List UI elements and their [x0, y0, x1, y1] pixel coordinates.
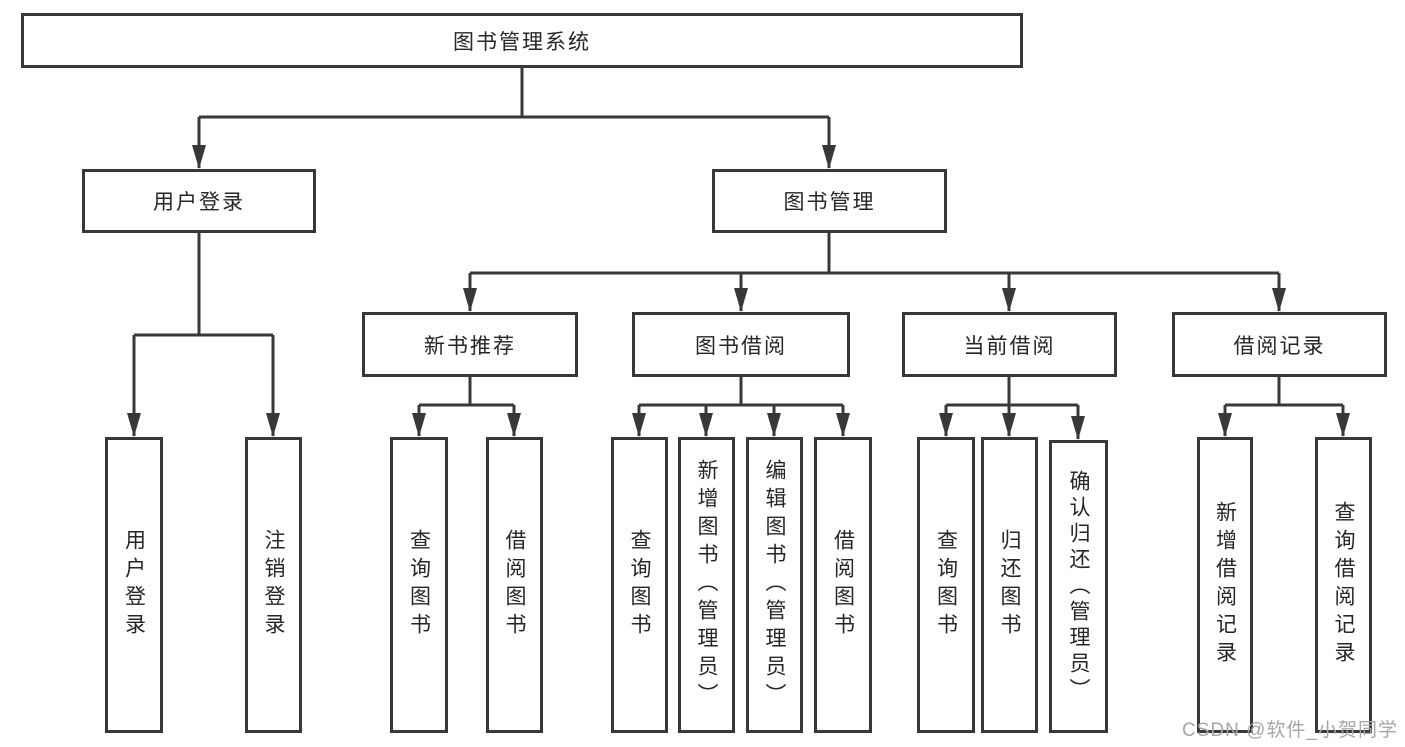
node-leaf-cb-return: 归还图书: [981, 437, 1038, 733]
node-leaf-nbr-query: 查询图书: [390, 437, 448, 733]
node-book-borrow: 图书借阅: [632, 312, 850, 377]
node-root: 图书管理系统: [21, 13, 1023, 68]
node-leaf-bb-query: 查询图书: [611, 437, 668, 733]
leaf-label: 新增借阅记录: [1213, 501, 1237, 669]
leaf-label: 新增图书（管理员）: [695, 459, 718, 711]
node-leaf-nbr-borrow: 借阅图书: [486, 437, 543, 733]
bus-book-mgmt: [470, 233, 1279, 275]
node-leaf-bb-edit: 编辑图书（管理员）: [746, 437, 803, 733]
node-leaf-bb-add: 新增图书（管理员）: [678, 437, 735, 733]
bus-borrow-record: [1225, 377, 1343, 407]
node-leaf-bb-borrow: 借阅图书: [814, 437, 872, 733]
leaf-label: 查询借阅记录: [1332, 501, 1355, 669]
leaf-label: 编辑图书（管理员）: [763, 459, 786, 711]
node-user-login: 用户登录: [82, 169, 316, 233]
bus-user-login: [134, 233, 273, 337]
bus-book-borrow: [639, 377, 843, 407]
leaf-label: 查询图书: [628, 529, 651, 641]
node-leaf-cb-query: 查询图书: [917, 437, 975, 733]
node-leaf-cb-confirm: 确认归还（管理员）: [1049, 440, 1108, 733]
node-leaf-logout: 注销登录: [245, 437, 302, 733]
node-new-book-rec: 新书推荐: [362, 312, 578, 377]
node-leaf-br-query: 查询借阅记录: [1315, 437, 1372, 733]
leaf-label: 确认归还（管理员）: [1067, 469, 1090, 704]
node-book-mgmt: 图书管理: [712, 169, 947, 233]
leaf-label: 查询图书: [934, 529, 958, 641]
node-leaf-user-login: 用户登录: [105, 437, 163, 733]
leaf-label: 注销登录: [262, 529, 285, 641]
leaf-label: 归还图书: [998, 529, 1021, 641]
bus-new-book-rec: [419, 377, 514, 407]
leaf-label: 借阅图书: [831, 529, 855, 641]
leaf-label: 查询图书: [407, 529, 431, 641]
node-borrow-record: 借阅记录: [1172, 312, 1387, 377]
node-current-borrow: 当前借阅: [902, 312, 1117, 377]
bus-root: [199, 68, 829, 119]
leaf-label: 借阅图书: [503, 529, 526, 641]
csdn-watermark: CSDN @软件_小贺同学: [1182, 720, 1398, 741]
leaf-label: 用户登录: [122, 529, 146, 641]
bus-current-borrow: [946, 377, 1078, 407]
node-leaf-br-add: 新增借阅记录: [1197, 437, 1253, 733]
